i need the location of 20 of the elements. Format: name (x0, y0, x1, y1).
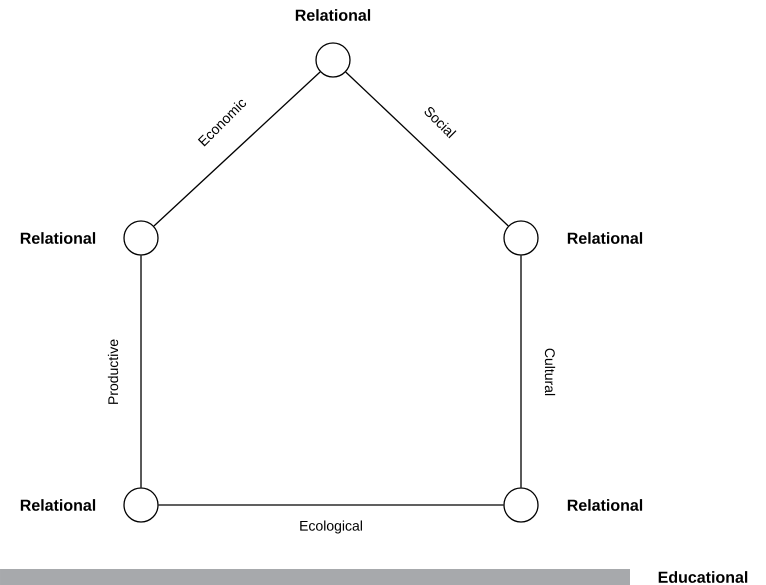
connector-line (154, 72, 320, 226)
horizontal-bar (0, 569, 630, 585)
connector-line (158, 504, 504, 506)
node-circle (315, 42, 351, 78)
node-circle (123, 220, 159, 256)
node-label: Relational (568, 499, 642, 511)
connector-line (520, 256, 522, 488)
connector-line (345, 72, 509, 226)
node-label: Relational (20, 499, 96, 511)
node-circle (503, 220, 539, 256)
edge-label: Cultural (544, 348, 556, 396)
node-circle (503, 487, 539, 523)
edge-label: Productive (108, 340, 118, 404)
node-label: Relational (568, 232, 642, 244)
edge-label: Ecological (300, 520, 362, 534)
connector-line (140, 256, 142, 488)
node-label: Educational (658, 571, 748, 583)
node-label: Relational (296, 9, 370, 21)
node-label: Relational (20, 232, 96, 244)
node-circle (123, 487, 159, 523)
